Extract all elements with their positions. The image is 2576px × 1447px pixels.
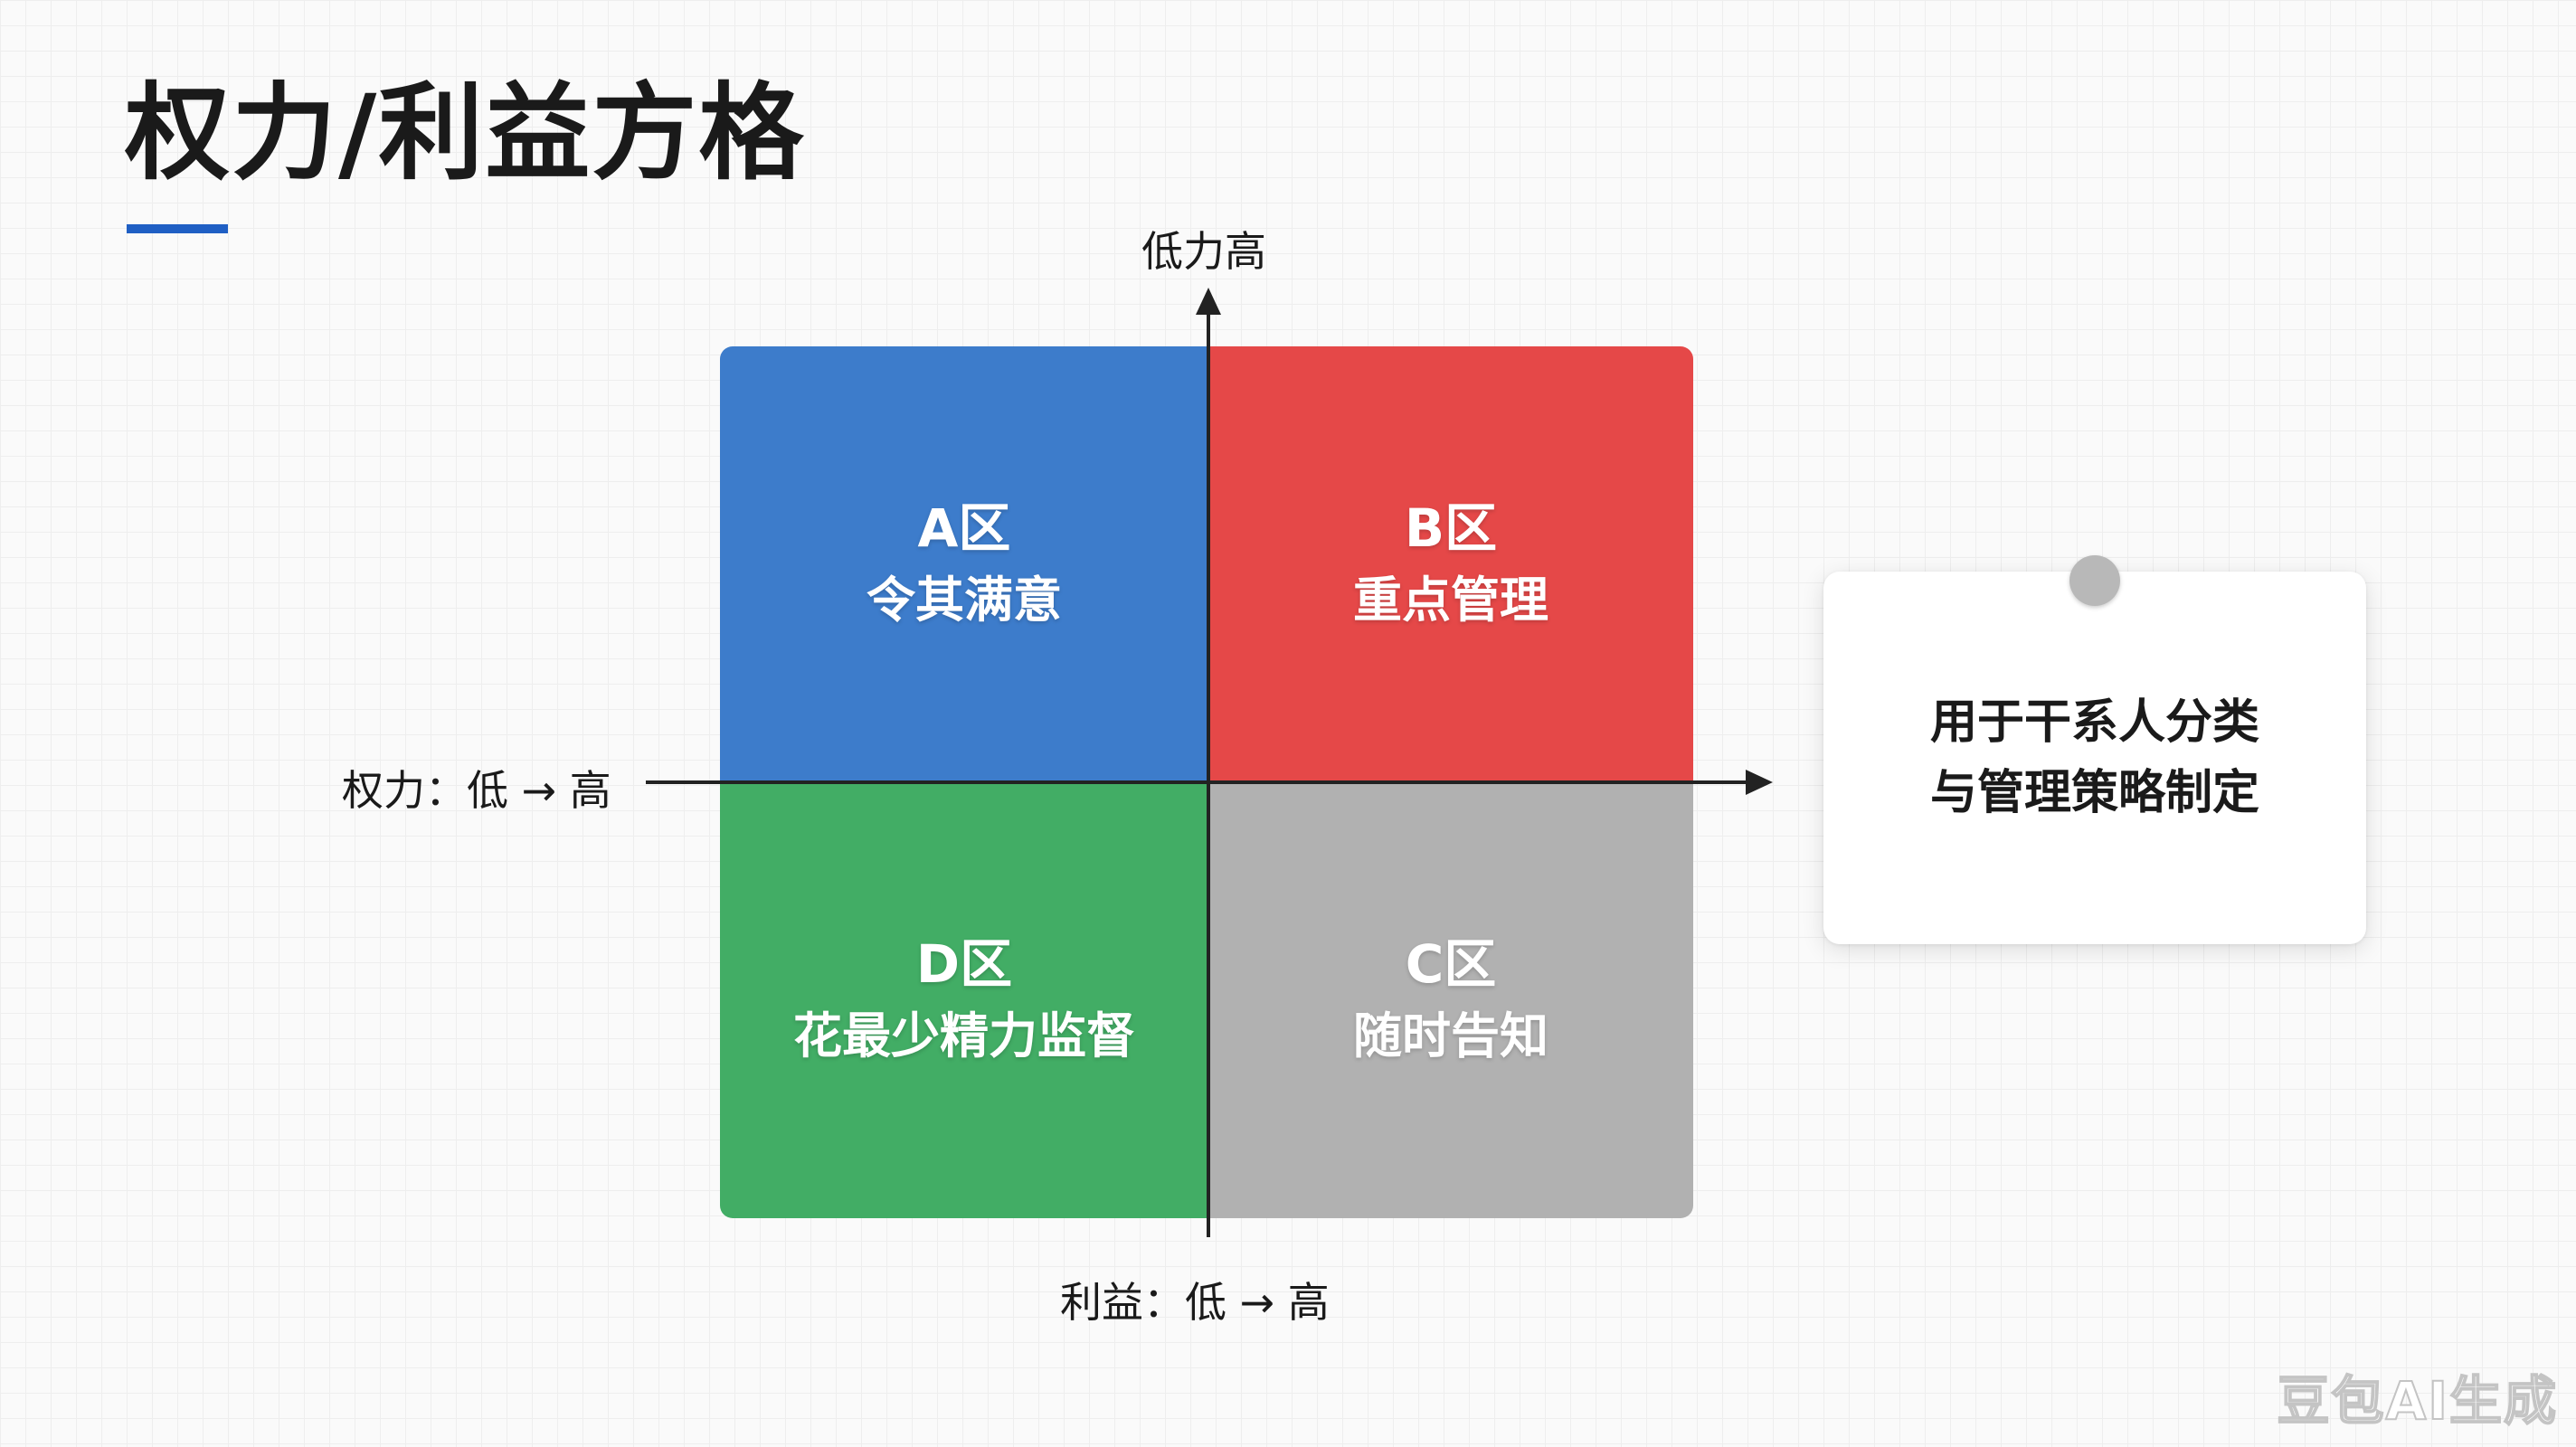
quadrant-c-strategy: 随时告知 bbox=[1353, 1007, 1548, 1064]
horizontal-axis-arrow-icon bbox=[1746, 770, 1773, 795]
horizontal-axis-label: 权力：低 → 高 bbox=[342, 766, 611, 815]
quadrant-c-name: C区 bbox=[1405, 933, 1497, 995]
vertical-axis-arrow-icon bbox=[1196, 288, 1221, 315]
quadrant-c: C区 随时告知 bbox=[1208, 782, 1693, 1218]
quadrant-b-name: B区 bbox=[1404, 497, 1498, 559]
note-line-2: 与管理策略制定 bbox=[1929, 766, 2259, 820]
vertical-axis-label: 低力高 bbox=[1141, 227, 1266, 276]
title-underline bbox=[127, 224, 228, 233]
quadrant-a: A区 令其满意 bbox=[720, 346, 1208, 782]
quadrant-a-name: A区 bbox=[917, 497, 1011, 559]
page-title: 权力/利益方格 bbox=[125, 72, 806, 194]
quadrant-b: B区 重点管理 bbox=[1208, 346, 1693, 782]
note-card: 用于干系人分类 与管理策略制定 bbox=[1823, 555, 2366, 944]
quadrant-b-strategy: 重点管理 bbox=[1353, 572, 1548, 629]
watermark: 豆包AI生成 bbox=[2277, 1369, 2558, 1433]
quadrant-d-name: D区 bbox=[915, 933, 1013, 995]
bottom-axis-label: 利益：低 → 高 bbox=[1060, 1278, 1330, 1327]
quadrant-a-strategy: 令其满意 bbox=[867, 572, 1062, 629]
quadrant-d-strategy: 花最少精力监督 bbox=[793, 1007, 1135, 1064]
quadrant-d: D区 花最少精力监督 bbox=[720, 782, 1208, 1218]
note-line-1: 用于干系人分类 bbox=[1929, 695, 2259, 750]
pin-icon bbox=[2069, 555, 2120, 606]
